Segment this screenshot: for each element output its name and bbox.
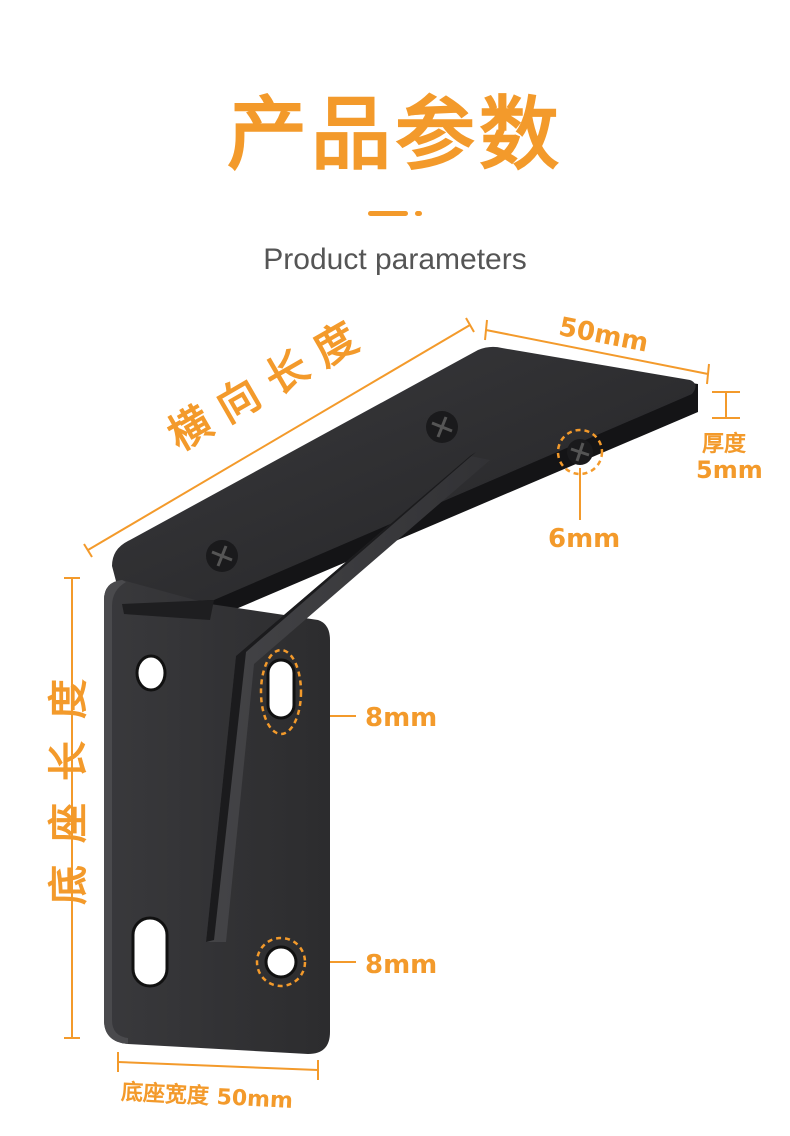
- thickness-value: 5mm: [696, 456, 763, 484]
- screw-icon: [206, 540, 238, 572]
- page-title: 产品参数: [227, 88, 563, 181]
- screw-icon: [567, 439, 593, 465]
- screw-icon: [426, 411, 458, 443]
- bracket: [104, 346, 698, 1054]
- lower-hole-label: 8mm: [365, 950, 438, 980]
- upper-slot-label: 8mm: [365, 703, 438, 733]
- title-divider-dot: [415, 211, 422, 216]
- screw-hole-label: 6mm: [548, 524, 621, 554]
- thickness-label: 厚度: [702, 432, 747, 457]
- title-divider: [368, 211, 408, 216]
- page-subtitle: Product parameters: [263, 243, 527, 276]
- base-length-label: 底座长度: [46, 657, 92, 905]
- highlight-circles: [255, 428, 604, 988]
